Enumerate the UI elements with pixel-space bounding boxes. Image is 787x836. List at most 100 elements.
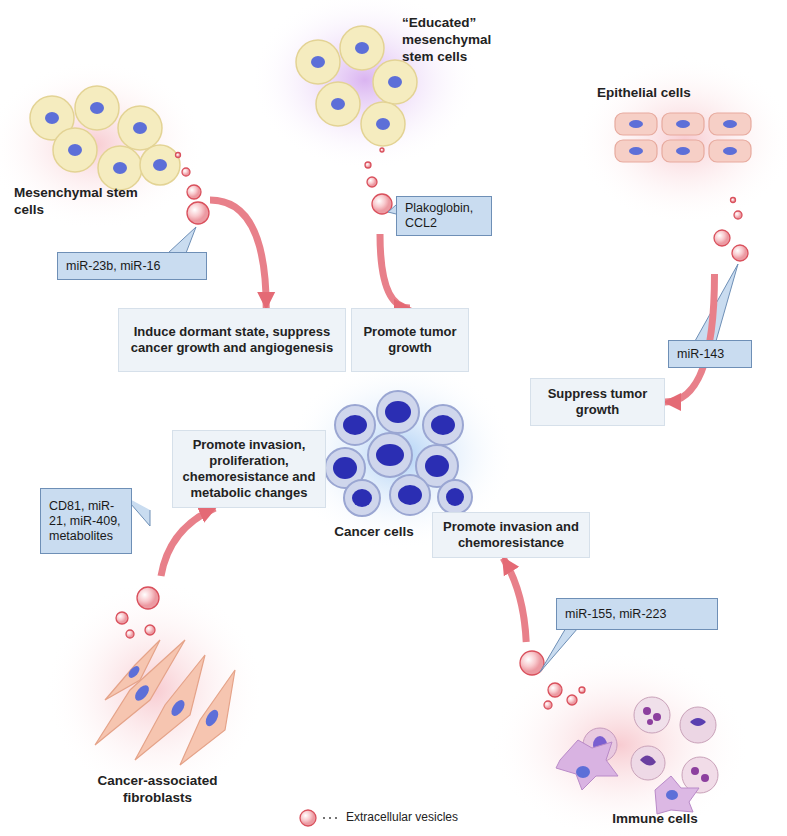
cancer-cells — [398, 485, 422, 505]
glow — [45, 580, 265, 800]
legend-swatch — [335, 817, 337, 819]
cell-group: Mesenchymal stem cells — [10, 88, 210, 228]
cancer-cells — [368, 433, 412, 477]
cancer-cells — [446, 488, 464, 506]
extracellular-vesicle — [579, 687, 585, 693]
epithelial-cells — [615, 113, 657, 135]
legend-swatch — [300, 810, 316, 826]
cancer-cells — [333, 401, 464, 507]
stem-cells — [118, 106, 162, 150]
glow — [0, 60, 205, 230]
stem-cell-nucleus — [153, 159, 167, 171]
cancer-cells — [333, 457, 357, 479]
immune-cells — [653, 713, 661, 721]
stem-cell-nucleus — [90, 102, 104, 114]
cancer-cells — [325, 391, 472, 516]
cancer-cells — [344, 480, 380, 516]
effect-arrow — [161, 508, 215, 576]
cancer-cells — [431, 415, 455, 435]
extracellular-vesicle — [116, 148, 748, 709]
cell-group: Epithelial cells — [585, 78, 770, 274]
effect-box: Suppress tumor growth — [530, 378, 665, 426]
stem-cell-nucleus — [376, 118, 390, 130]
callout-box: Plakoglobin, CCL2 — [396, 196, 492, 236]
stem-cell-nucleus — [45, 112, 59, 124]
immune-cells — [640, 755, 656, 765]
fibroblasts — [95, 640, 235, 765]
legend-swatch — [329, 817, 331, 819]
immune-cells — [556, 740, 618, 790]
callout-box: miR-143 — [668, 340, 752, 368]
box-text: Induce dormant state, suppress cancer gr… — [127, 324, 337, 356]
extracellular-vesicle — [145, 625, 155, 635]
cell-label: Cancer-associated fibroblasts — [75, 772, 240, 806]
extracellular-vesicle — [714, 230, 730, 246]
cancer-cells — [335, 405, 375, 445]
immune-cells — [701, 774, 709, 782]
cancer-cells — [385, 401, 411, 423]
extracellular-vesicle — [176, 153, 181, 158]
callout-box: CD81, miR-21, miR-409, metabolites — [40, 488, 132, 554]
epithelial-cells — [662, 140, 704, 162]
box-text: miR-155, miR-223 — [565, 607, 666, 622]
effect-arrow — [380, 234, 410, 308]
extracellular-vesicle — [365, 162, 371, 168]
effect-box: Promote invasion and chemoresistance — [432, 512, 590, 558]
legend-swatch — [300, 810, 337, 826]
cell-label: Cancer cells — [322, 523, 426, 540]
effect-arrow — [210, 200, 266, 308]
fibroblasts — [95, 640, 235, 765]
cell-group: Cancer-associated fibroblasts — [70, 576, 245, 812]
immune-cells — [556, 697, 718, 814]
legend-swatch — [323, 817, 325, 819]
epithelial-cells — [676, 147, 690, 155]
box-text: Suppress tumor growth — [539, 386, 656, 418]
extracellular-vesicle — [187, 202, 209, 224]
fibroblasts — [132, 683, 151, 703]
epithelial-cells — [615, 113, 751, 162]
effect-arrow — [503, 558, 526, 642]
stem-cell-nucleus — [388, 76, 402, 88]
fibroblasts — [169, 698, 188, 718]
epithelial-cells — [662, 113, 704, 135]
immune-cells — [647, 719, 653, 725]
extracellular-vesicle — [548, 683, 562, 697]
epithelial-cells — [629, 120, 737, 155]
extracellular-vesicle — [732, 245, 748, 261]
cancer-cells — [390, 475, 430, 515]
immune-cells — [691, 767, 699, 775]
glow — [490, 650, 750, 836]
immune-cells — [643, 707, 661, 725]
epithelial-cells — [629, 120, 643, 128]
fibroblasts — [180, 670, 235, 765]
extracellular-vesicle — [137, 587, 159, 609]
callout-box: miR-23b, miR-16 — [57, 252, 207, 280]
stem-cell-nucleus — [311, 56, 325, 68]
stem-cells — [316, 82, 360, 126]
immune-cells — [643, 707, 651, 715]
callout-tail — [168, 227, 196, 253]
extracellular-vesicle — [567, 695, 577, 705]
immune-cells — [680, 707, 716, 743]
callout-box: miR-155, miR-223 — [556, 598, 718, 630]
cancer-cells — [352, 489, 372, 507]
glow — [575, 55, 787, 225]
epithelial-cells — [629, 147, 643, 155]
extracellular-vesicle — [182, 168, 190, 176]
epithelial-cells — [615, 113, 751, 162]
box-text: Plakoglobin, CCL2 — [405, 201, 483, 231]
stem-cell-nucleus — [133, 122, 147, 134]
effect-arrow — [665, 274, 715, 402]
fibroblasts — [105, 640, 160, 700]
immune-cells — [690, 718, 706, 726]
stem-cell-nucleus — [331, 98, 345, 110]
extracellular-vesicle — [187, 185, 201, 199]
stem-cell-nucleus — [45, 42, 402, 174]
immune-cells — [666, 790, 678, 800]
cell-label: Immune cells — [595, 810, 715, 827]
stem-cell-nucleus — [355, 42, 369, 54]
